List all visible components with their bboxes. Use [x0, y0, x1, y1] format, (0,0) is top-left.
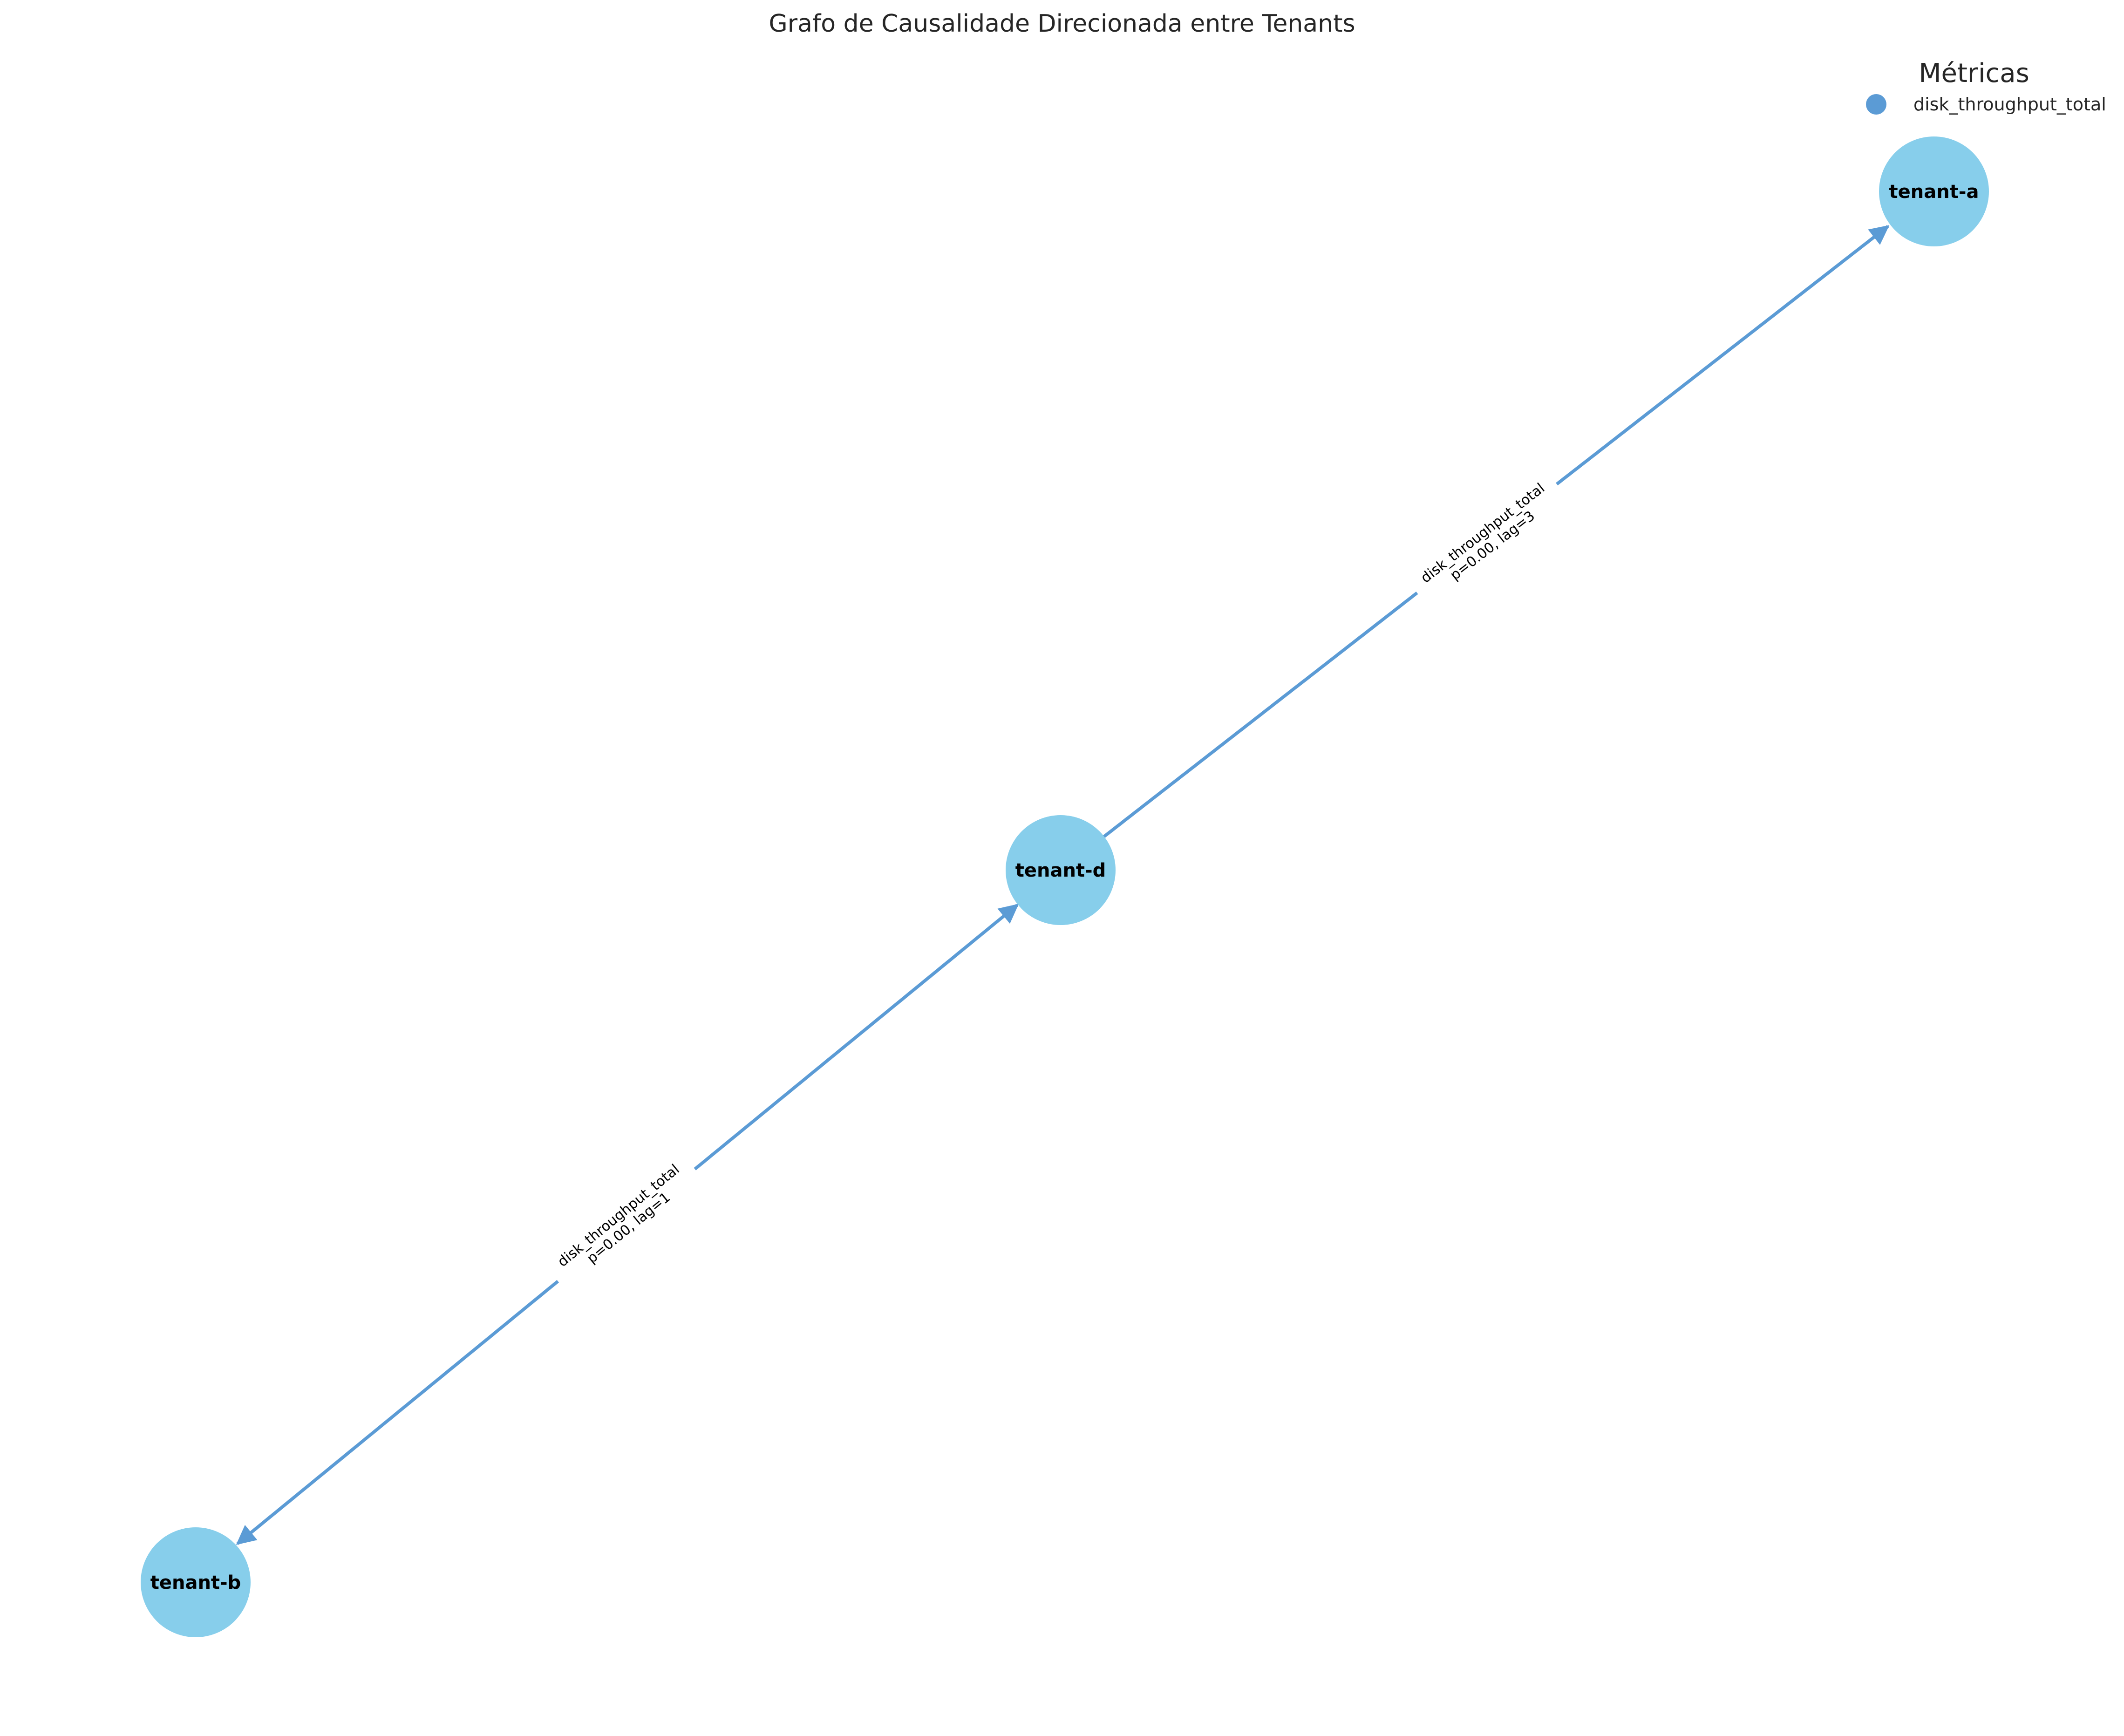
- edge-label-background: [543, 1151, 704, 1292]
- legend-title: Métricas: [1919, 58, 2029, 89]
- node-label: tenant-d: [1015, 860, 1106, 881]
- node-label: tenant-a: [1889, 181, 1979, 203]
- legend: Métricas disk_throughput_total: [1866, 58, 2106, 115]
- node-label: tenant-b: [150, 1572, 241, 1593]
- node-tenant-d[interactable]: tenant-d: [1006, 815, 1116, 925]
- node-circle[interactable]: [1006, 815, 1116, 925]
- graph-title: Grafo de Causalidade Direcionada entre T…: [769, 10, 1355, 38]
- node-circle[interactable]: [1879, 136, 1989, 246]
- node-tenant-b[interactable]: tenant-b: [141, 1527, 251, 1637]
- node-tenant-a[interactable]: tenant-a: [1879, 136, 1989, 246]
- edge-label-background: [1406, 470, 1569, 608]
- node-circle[interactable]: [141, 1527, 251, 1637]
- legend-marker: [1866, 94, 1886, 115]
- legend-label: disk_throughput_total: [1913, 94, 2106, 115]
